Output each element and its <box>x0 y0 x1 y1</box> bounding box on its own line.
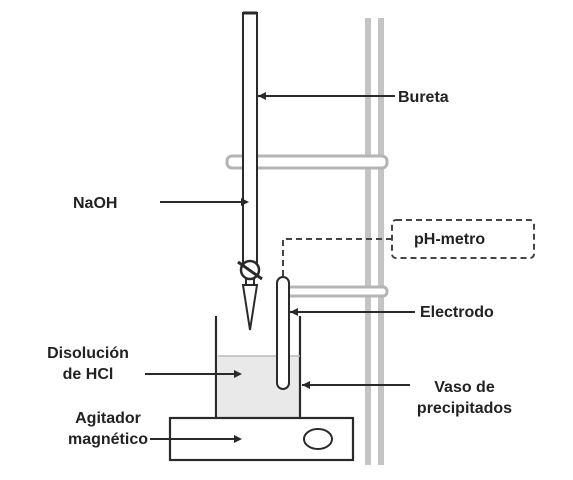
label-naoh: NaOH <box>73 195 118 212</box>
label-ph-metro: pH-metro <box>414 231 486 248</box>
label-disolucion: Disolución de HCl <box>18 343 158 385</box>
label-disolucion-line2: de HCl <box>62 366 114 383</box>
label-agitador: Agitador magnético <box>38 408 178 450</box>
beaker <box>214 316 302 420</box>
leader-lines <box>145 92 415 443</box>
label-vaso-line2: precipitados <box>416 400 513 417</box>
stopcock <box>237 259 263 281</box>
label-disolucion-line1: Disolución <box>47 345 129 362</box>
burette <box>241 11 259 331</box>
label-vaso: Vaso de precipitados <box>397 377 532 419</box>
label-agitador-line1: Agitador <box>75 410 141 427</box>
label-agitador-line2: magnético <box>67 431 148 448</box>
lower-clamp <box>281 285 389 298</box>
ph-meter-cable <box>282 238 392 278</box>
electrode <box>276 276 290 390</box>
label-electrodo: Electrodo <box>420 304 494 321</box>
support-stand <box>365 18 384 465</box>
upper-clamp <box>225 154 389 170</box>
label-bureta: Bureta <box>398 89 449 106</box>
label-vaso-line1: Vaso de <box>434 379 495 396</box>
